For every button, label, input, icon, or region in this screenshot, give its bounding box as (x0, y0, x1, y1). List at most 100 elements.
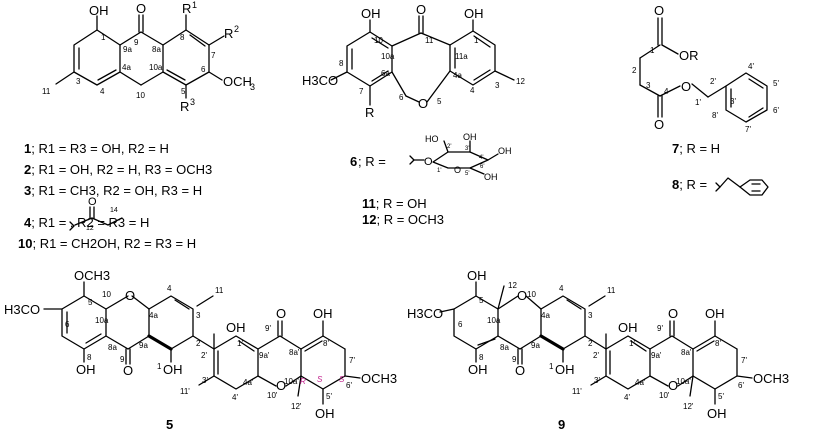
atom-oh: OH (361, 6, 381, 21)
locant-14: 14 (110, 207, 118, 214)
locant-1: 1 (101, 33, 106, 42)
locant-3p: 3' (594, 376, 600, 385)
legend-row: 10; R1 = CH2OH, R2 = R3 = H (18, 236, 196, 251)
atom-h3co: H3CO (302, 73, 338, 88)
locant-7: 7 (211, 51, 216, 60)
atom-och3-subscript: 3 (250, 82, 255, 92)
compound-label-9: 9 (558, 417, 565, 432)
locant-9ap: 9a' (259, 351, 270, 360)
phenethyl-substituent (715, 177, 769, 196)
structure-compound-7-8 (639, 17, 768, 123)
locant-1: 1 (474, 36, 479, 45)
atom-o: O (654, 117, 664, 132)
locant-8: 8 (339, 59, 344, 68)
atom-oh: OH (89, 3, 109, 18)
locant-8: 8 (180, 33, 185, 42)
locant-6p: 6' (346, 381, 352, 390)
stereo-descriptor-r: R (300, 377, 306, 386)
atom-oh: OH (226, 320, 246, 335)
locant-2: 2 (196, 339, 201, 348)
atom-o-carbonyl: O (123, 363, 133, 378)
locant-11: 11 (42, 87, 51, 96)
structure-compound-5 (43, 281, 361, 405)
locant-4a: 4a (541, 311, 550, 320)
atom-o-ring: O (454, 165, 461, 175)
locant-4ap: 4a' (243, 378, 254, 387)
locant-5: 5 (479, 296, 484, 305)
locant-8: 8 (87, 353, 92, 362)
side-chain-oxygen: O (88, 196, 97, 208)
locant-11: 11 (607, 286, 616, 295)
locant-8a: 8a (108, 343, 117, 352)
atom-oh: OH (463, 132, 477, 142)
atom-och3: OCH3 (361, 371, 397, 386)
locant-9p: 9' (265, 324, 271, 333)
atom-r: R (365, 105, 374, 120)
locant-4: 4 (664, 87, 669, 96)
locant-9ap: 9a' (651, 351, 662, 360)
atom-r1: R (182, 1, 191, 16)
legend-row: 1; R1 = R3 = OH, R2 = H (24, 141, 169, 156)
atom-o-ring: O (517, 288, 527, 303)
locant-2p: 2' (447, 144, 451, 150)
locant-6p: 6' (480, 164, 484, 170)
locant-9p: 9' (657, 324, 663, 333)
locant-8p: 8' (323, 339, 329, 348)
locant-2p: 2' (593, 351, 599, 360)
locant-7p: 7' (741, 356, 747, 365)
structure-xanthone-1-4 (55, 14, 225, 99)
atom-oh: OH (76, 362, 96, 377)
locant-11a: 11a (455, 52, 468, 61)
locant-4p: 4' (624, 393, 630, 402)
locant-7p: 7' (745, 125, 751, 134)
locant-8: 8 (479, 353, 484, 362)
locant-5p: 5' (326, 392, 332, 401)
atom-oh: OH (555, 362, 575, 377)
locant-4a: 4a (122, 63, 131, 72)
locant-1p: 1' (695, 98, 701, 107)
locant-1: 1 (650, 46, 655, 55)
locant-5: 5 (88, 298, 93, 307)
atom-r3-superscript: 3 (190, 97, 195, 107)
atom-o-glycosidic: O (424, 156, 433, 168)
atom-och3: OCH3 (74, 268, 110, 283)
atom-oh: OH (705, 306, 725, 321)
locant-9a: 9a (123, 45, 132, 54)
atom-o-ring: O (418, 96, 428, 111)
locant-12p: 12' (683, 402, 694, 411)
locant-11p: 11' (572, 387, 582, 396)
locant-3: 3 (495, 81, 500, 90)
atom-oh: OH (163, 362, 183, 377)
atom-och3: OCH (223, 74, 252, 89)
locant-12p: 12' (291, 402, 302, 411)
locant-5p: 5' (773, 79, 779, 88)
atom-oh: OH (464, 6, 484, 21)
locant-5p: 5' (465, 171, 469, 177)
locant-3: 3 (196, 311, 201, 320)
locant-10: 10 (102, 290, 111, 299)
atom-oh: OH (313, 306, 333, 321)
atom-oh: OH (468, 362, 488, 377)
atom-och3: OCH3 (753, 371, 789, 386)
structure-compound-9 (439, 281, 753, 405)
locant-10: 10 (374, 36, 383, 45)
locant-2p: 2' (201, 351, 207, 360)
locant-6p: 6' (738, 381, 744, 390)
legend-row: 8; R = (672, 177, 707, 192)
locant-10p: 10' (267, 391, 278, 400)
locant-10: 10 (136, 91, 145, 100)
locant-2p: 2' (710, 77, 716, 86)
atom-o-ring: O (125, 288, 135, 303)
locant-12: 12 (508, 281, 517, 290)
atom-oh: OH (707, 406, 727, 421)
locant-8ap: 8a' (289, 348, 300, 357)
compound-label-6: 6 (350, 154, 357, 169)
atom-oh: OH (618, 320, 638, 335)
legend-row: 2; R1 = OH, R2 = H, R3 = OCH3 (24, 162, 212, 177)
locant-10ap: 10a' (284, 377, 299, 386)
atom-o-carbonyl: O (515, 363, 525, 378)
legend-1-4: 1; R1 = R3 = OH, R2 = H 2; R1 = OH, R2 =… (18, 141, 212, 251)
atom-o-ester: O (681, 79, 691, 94)
